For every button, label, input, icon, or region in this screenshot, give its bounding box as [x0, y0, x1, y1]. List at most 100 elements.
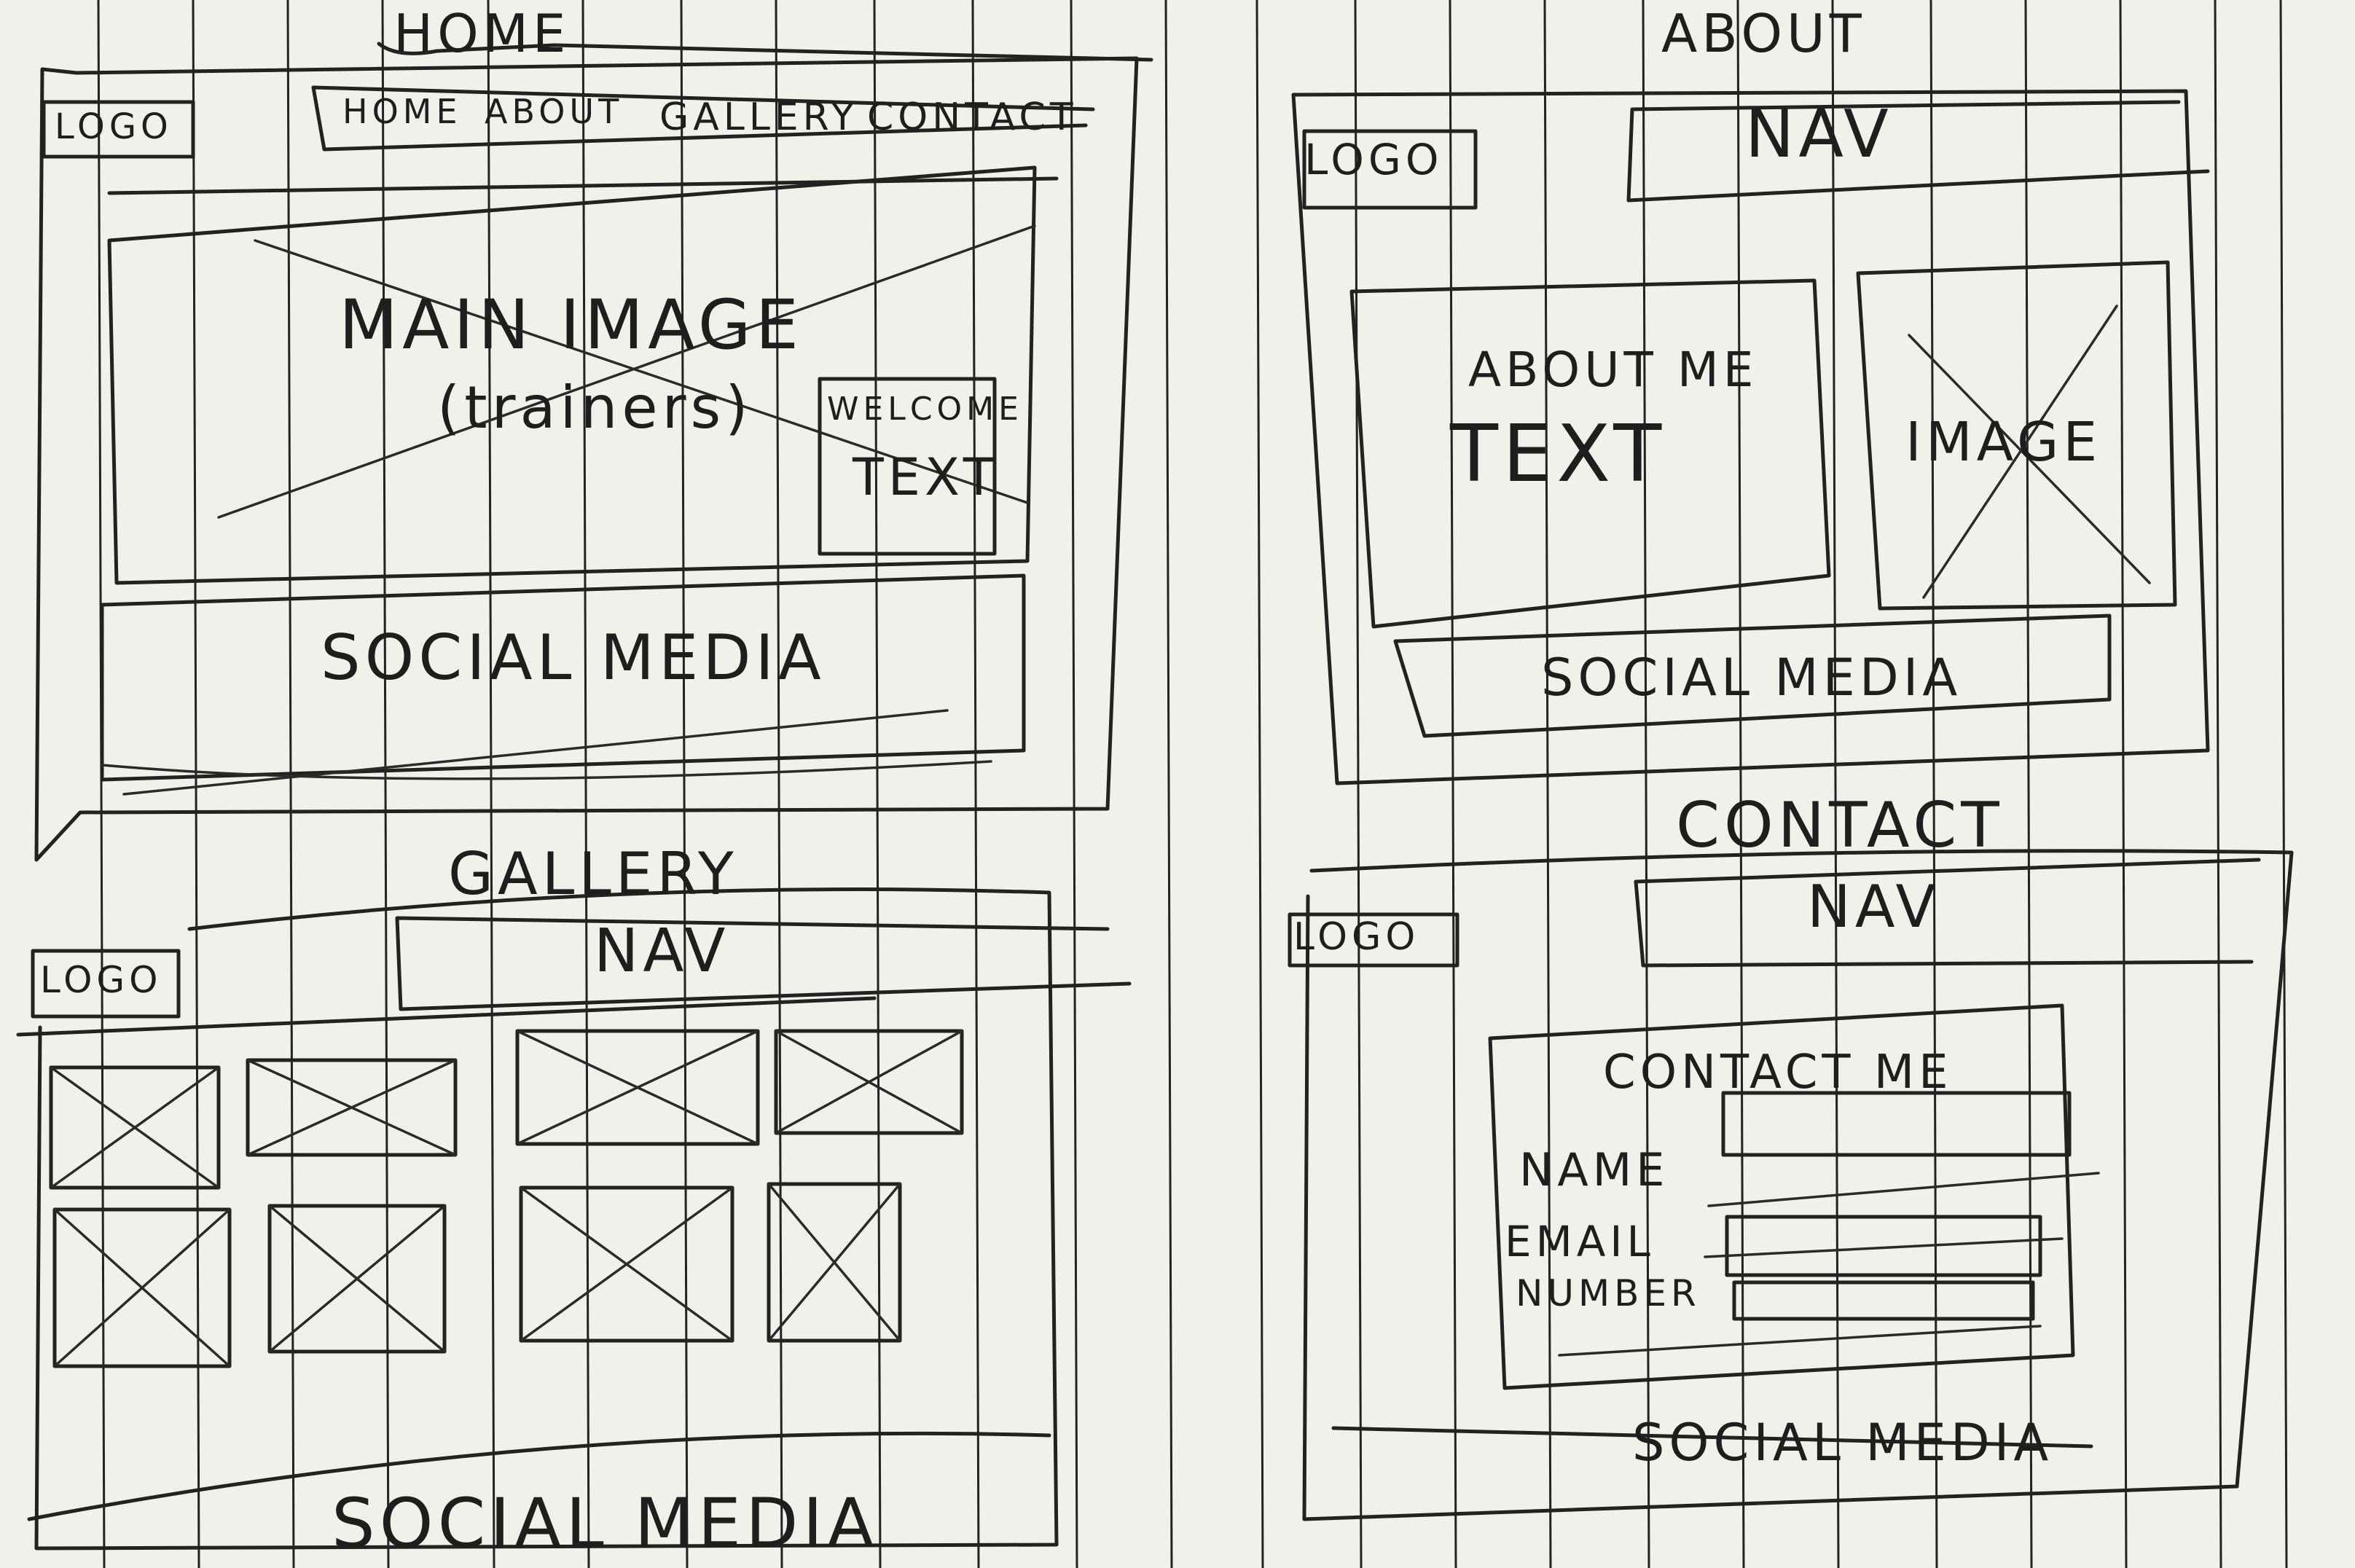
contact-name-input	[1721, 1091, 2072, 1157]
home-main-image-box	[107, 165, 1037, 585]
gallery-thumb-7	[519, 1185, 734, 1343]
ruled-line-4	[381, 0, 390, 1568]
contact-email-input	[1725, 1215, 2042, 1277]
gallery-thumb-1	[49, 1065, 221, 1190]
contact-email-label: EMAIL	[1505, 1217, 1655, 1266]
home-nav-bar	[311, 85, 1095, 152]
about-wireframe	[1291, 89, 2210, 785]
ruled-lines	[97, 0, 2288, 1568]
about-page-title: ABOUT	[1661, 3, 1866, 64]
ruled-line-7	[680, 0, 689, 1568]
gallery-nav-bar	[395, 916, 1132, 1011]
gallery-thumb-6	[267, 1204, 447, 1354]
gallery-thumb-3	[515, 1029, 760, 1146]
about-me-text-box	[1349, 278, 1831, 629]
contact-form-box	[1488, 1003, 2075, 1390]
ruled-line-9	[873, 0, 882, 1568]
home-main-image-note: (trainers)	[437, 374, 753, 442]
about-logo-box	[1302, 129, 1478, 210]
contact-nav-label: NAV	[1807, 873, 1940, 941]
home-social-media-label: SOCIAL MEDIA	[321, 622, 826, 694]
home-social-media-box	[100, 573, 1026, 782]
home-main-image-cross	[217, 224, 1036, 519]
home-welcome-text-line1: WELCOME	[827, 391, 1023, 428]
ruled-line-15	[1449, 0, 1457, 1568]
gallery-thumb-7-cross	[520, 1186, 734, 1342]
gallery-thumb-8-cross	[767, 1183, 901, 1342]
contact-name-label: NAME	[1519, 1143, 1669, 1196]
ruled-line-13	[1255, 0, 1264, 1568]
ruled-line-20	[1929, 0, 1938, 1568]
ruled-line-11	[1070, 0, 1078, 1568]
gallery-wireframe	[16, 887, 1132, 1551]
about-me-text-label: TEXT	[1450, 409, 1666, 500]
home-main-image-label: MAIN IMAGE	[339, 286, 804, 365]
home-nav-about: ABOUT	[485, 92, 624, 131]
home-footer-strokes	[101, 709, 992, 796]
gallery-thumb-2-cross	[246, 1059, 457, 1156]
home-welcome-text-box	[818, 377, 997, 556]
home-header-rule	[107, 176, 1059, 195]
home-welcome-text-line2: TEXT	[853, 447, 999, 507]
gallery-social-media-label: SOCIAL MEDIA	[332, 1484, 879, 1564]
gallery-nav-label: NAV	[594, 917, 730, 986]
home-title-underline	[377, 42, 1153, 62]
gallery-footer-rule	[27, 1431, 1051, 1521]
about-image-box	[1856, 260, 2177, 611]
ruled-line-24	[2279, 0, 2288, 1568]
ruled-line-19	[1831, 0, 1840, 1568]
contact-number-label: NUMBER	[1516, 1272, 1701, 1314]
contact-footer-rule	[1331, 1426, 2093, 1449]
home-nav-home: HOME	[342, 92, 462, 131]
home-nav-gallery: GALLERY	[659, 95, 859, 139]
gallery-thumb-5-cross	[53, 1208, 231, 1368]
ruled-line-22	[2119, 0, 2128, 1568]
about-nav-label: NAV	[1745, 96, 1893, 173]
ruled-line-5	[487, 0, 495, 1568]
contact-nav-bar	[1634, 858, 2261, 968]
ruled-line-21	[2024, 0, 2033, 1568]
about-social-media-box	[1393, 614, 2112, 738]
contact-page-frame	[1302, 849, 2294, 1521]
contact-number-input	[1732, 1280, 2035, 1321]
ruled-line-3	[286, 0, 295, 1568]
contact-logo-label: LOGO	[1293, 915, 1420, 959]
about-social-media-label: SOCIAL MEDIA	[1541, 648, 1962, 707]
gallery-thumb-5	[52, 1207, 232, 1368]
home-page-title: HOME	[393, 3, 571, 64]
ruled-line-17	[1642, 0, 1650, 1568]
home-logo-box	[42, 100, 195, 159]
gallery-thumb-4-cross	[775, 1030, 963, 1134]
ruled-line-1	[97, 0, 106, 1568]
gallery-thumb-6-cross	[268, 1204, 446, 1353]
home-page-frame	[34, 56, 1139, 862]
ruled-line-12	[1164, 0, 1173, 1568]
home-logo-label: LOGO	[55, 106, 173, 147]
about-me-heading: ABOUT ME	[1468, 342, 1758, 398]
about-image-cross	[1908, 305, 2151, 599]
about-nav-bar	[1626, 100, 2210, 203]
gallery-thumb-8	[767, 1182, 902, 1343]
contact-form-title: CONTACT ME	[1603, 1046, 1953, 1099]
gallery-page-title: GALLERY	[448, 840, 738, 908]
ruled-line-10	[971, 0, 980, 1568]
gallery-thumb-4	[774, 1029, 964, 1135]
gallery-logo-label: LOGO	[40, 959, 162, 1001]
gallery-page-frame	[34, 887, 1059, 1551]
home-nav-contact: CONTACT	[867, 95, 1078, 139]
about-logo-label: LOGO	[1304, 135, 1443, 184]
gallery-content-rule	[16, 996, 877, 1037]
home-wireframe	[34, 42, 1153, 862]
contact-input-lines	[1558, 1172, 2100, 1357]
gallery-logo-box	[31, 949, 181, 1019]
ruled-line-6	[581, 0, 590, 1568]
contact-logo-box	[1288, 912, 1459, 968]
ruled-line-18	[1736, 0, 1745, 1568]
about-page-frame	[1291, 89, 2210, 785]
ruled-line-16	[1543, 0, 1552, 1568]
ruled-line-23	[2214, 0, 2222, 1568]
about-image-label: IMAGE	[1905, 411, 2102, 474]
gallery-thumb-3-cross	[516, 1030, 759, 1145]
gallery-thumb-1-cross	[50, 1066, 220, 1189]
